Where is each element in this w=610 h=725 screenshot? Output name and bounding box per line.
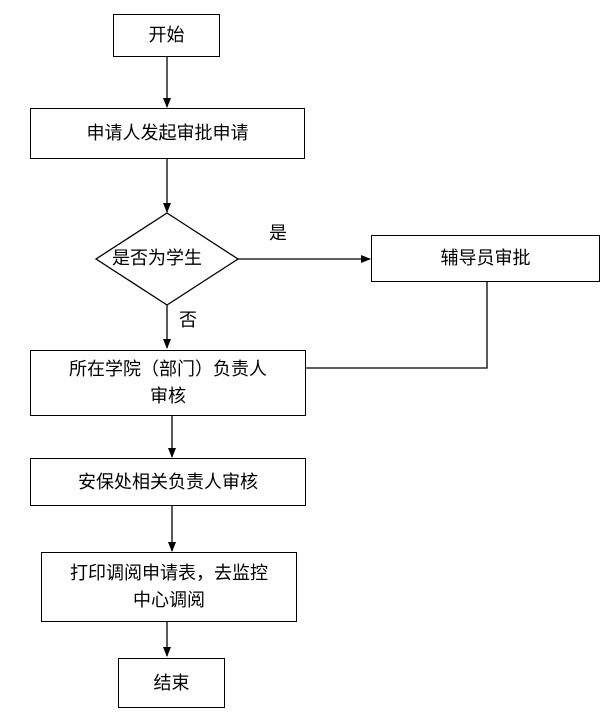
no-label: 否 [179,310,197,331]
decision-label: 是否为学生 [112,248,202,269]
print-request-node: 打印调阅申请表，去监控 中心调阅 [41,552,297,622]
submit-request-label: 申请人发起审批申请 [86,123,249,144]
college-review-node: 所在学院（部门）负责人 审核 [30,350,306,416]
print-request-label-line2: 中心调阅 [133,590,205,611]
start-node: 开始 [113,14,220,57]
yes-label: 是 [269,223,287,244]
print-request-label-line1: 打印调阅申请表，去监控 [70,563,268,584]
line-counselor-to-college [306,282,488,369]
college-review-label-line1: 所在学院（部门）负责人 [69,359,267,380]
end-label: 结束 [153,672,190,694]
submit-request-node: 申请人发起审批申请 [30,108,305,159]
counselor-approval-node: 辅导员审批 [371,235,600,282]
end-node: 结束 [118,658,225,708]
security-review-label: 安保处相关负责人审核 [78,471,258,493]
counselor-approval-label: 辅导员审批 [440,248,531,269]
security-review-node: 安保处相关负责人审核 [30,458,306,506]
college-review-label-line2: 审核 [150,386,186,407]
start-label: 开始 [148,25,185,46]
